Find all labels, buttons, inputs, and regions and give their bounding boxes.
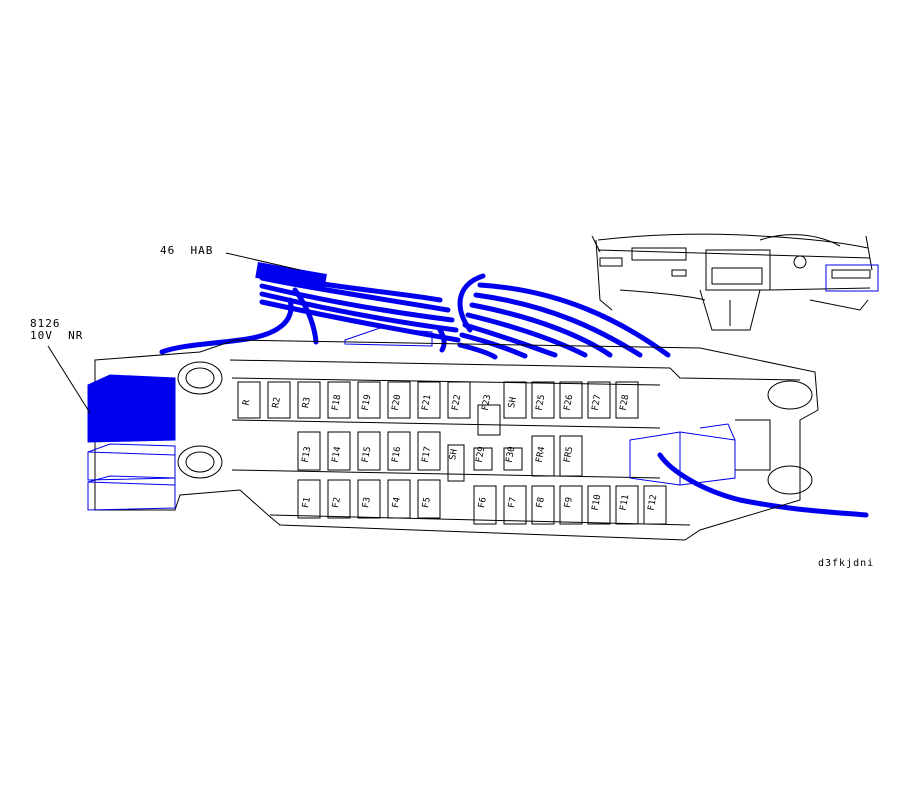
relay-label-bottom: 10V NR [30,329,84,342]
fuse-label-bot-1: F2 [331,496,343,508]
fuse-label-top-2: R3 [301,396,313,408]
fuse-label-bot-2: F3 [361,496,373,508]
fuse-label-bot-8: F9 [563,496,575,508]
fuse-label-bot-0: F1 [301,496,313,508]
dashboard-inset [591,233,879,331]
fuse-label-mid-2: F15 [361,446,374,464]
fuse-label-bot-10: F11 [619,494,632,512]
fuse-label-top-7: F22 [451,394,464,412]
fuse-label-mid-7: F30 [505,446,518,464]
relay-8126 [87,374,176,443]
fuse-label-top-8: F23 [481,394,494,412]
fuse-label-top-9: SH [507,396,519,408]
fuse-label-bot-3: F4 [391,496,403,508]
fuse-label-mid-5: SH [448,448,460,460]
harness-label: 46 HAB [160,244,214,257]
fuse-label-mid-6: F29 [475,446,488,464]
fuse-label-top-13: F28 [619,394,632,412]
fuse-label-bot-11: F12 [647,494,660,512]
fuse-label-top-5: F20 [391,394,404,412]
fuse-label-mid-0: F13 [301,446,314,464]
fuse-label-top-12: F27 [591,394,604,412]
fuse-label-bot-7: F8 [535,496,547,508]
fuse-label-top-3: F18 [331,394,344,412]
fuse-label-mid-9: FR5 [563,446,576,464]
fuse-label-mid-4: F17 [421,446,434,464]
fuse-label-bot-9: F10 [591,494,604,512]
fuse-label-top-1: R2 [271,396,283,408]
fuse-label-bot-5: F6 [477,496,489,508]
fuse-label-bot-4: F5 [421,496,433,508]
fuse-label-top-4: F19 [361,394,374,412]
fuse-label-top-10: F25 [535,394,548,412]
fuse-label-top-11: F26 [563,394,576,412]
relay-label-top: 8126 [30,317,61,330]
fuse-label-mid-1: F14 [331,446,344,464]
fuse-label-top-0: R [242,399,253,407]
fuse-label-mid-3: F16 [391,446,404,464]
drawing-reference: d3fkjdni [818,558,875,569]
fuse-label-top-6: F21 [421,394,434,412]
right-connector [629,423,736,486]
fuse-label-bot-6: F7 [507,496,519,508]
fuse-label-mid-8: FR4 [535,446,548,464]
